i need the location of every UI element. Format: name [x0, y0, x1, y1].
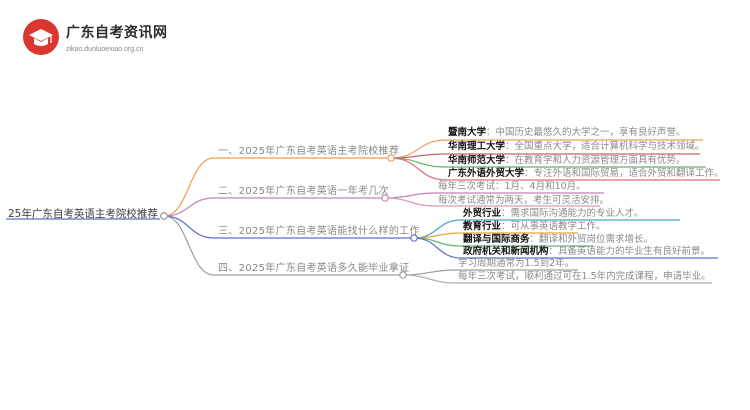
leaf-node: 政府机关和新闻机构：具备英语能力的毕业生有良好前景。 — [463, 246, 710, 258]
leaf-key: 教育行业 — [463, 221, 502, 232]
leaf-node: 每年三次考试，顺利通过可在1.5年内完成课程，申请毕业。 — [458, 271, 711, 283]
leaf-connector — [413, 232, 462, 239]
leaf-node: 翻译与国际商务：翻译和外贸岗位需求增长。 — [463, 234, 653, 246]
leaf-text: ：需求国际沟通能力的专业人才。 — [501, 208, 644, 219]
leaf-text: ：翻译和外贸岗位需求增长。 — [529, 234, 654, 245]
branch-node[interactable]: 四、2025年广东自考英语多久能毕业拿证 — [218, 263, 410, 274]
branch-handle — [399, 271, 407, 279]
leaf-text: 每年三次考试：1月、4月和10月。 — [438, 181, 586, 192]
branch-node[interactable]: 三、2025年广东自考英语能找什么样的工作 — [218, 226, 420, 237]
branch-connector — [163, 157, 215, 217]
leaf-node: 华南师范大学：在教育学和人力资源管理方面具有优势。 — [448, 155, 686, 167]
leaf-text: ：可从事英语教学工作。 — [501, 221, 606, 232]
leaf-key: 广东外语外贸大学 — [448, 168, 525, 179]
site-name: 广东自考资讯网 — [66, 25, 168, 41]
leaf-connector — [413, 237, 462, 259]
leaf-node: 外贸行业：需求国际沟通能力的专业人才。 — [463, 208, 644, 220]
leaf-text: 每次考试通常为两天，考生可灵活安排。 — [438, 195, 610, 206]
branch-connector — [163, 197, 215, 217]
leaf-node: 学习周期通常为1.5到2年。 — [458, 258, 574, 270]
leaf-key: 暨南大学 — [448, 127, 487, 138]
site-logo[interactable]: 广东自考资讯网 zikao.dunluoexiao.org.cn — [22, 18, 168, 56]
leaf-text: ：专注外语和国际贸易，适合外贸和翻译工作。 — [524, 168, 724, 179]
leaf-connector — [390, 153, 447, 159]
graduation-cap-icon — [23, 19, 59, 55]
leaf-connector — [384, 192, 437, 199]
leaf-text: 每年三次考试，顺利通过可在1.5年内完成课程，申请毕业。 — [458, 271, 711, 282]
branch-connector — [163, 215, 215, 276]
branch-handle — [387, 154, 395, 162]
branch-node[interactable]: 二、2025年广东自考英语一年考几次 — [218, 186, 389, 197]
leaf-text: ：具备英语能力的毕业生有良好前景。 — [548, 246, 711, 257]
root-node: 25年广东自考英语主考院校推荐 — [8, 208, 158, 220]
leaf-connector — [390, 157, 447, 181]
leaf-connector — [384, 197, 437, 207]
leaf-key: 政府机关和新闻机构 — [463, 246, 549, 257]
leaf-node: 教育行业：可从事英语教学工作。 — [463, 221, 606, 233]
leaf-node: 每年三次考试：1月、4月和10月。 — [438, 181, 586, 193]
leaf-connector — [402, 274, 457, 284]
leaf-node: 广东外语外贸大学：专注外语和国际贸易，适合外贸和翻译工作。 — [448, 168, 724, 180]
branch-handle — [381, 194, 389, 202]
leaf-key: 翻译与国际商务 — [463, 234, 530, 245]
leaf-text: ：在教育学和人力资源管理方面具有优势。 — [505, 155, 686, 166]
leaf-key: 华南师范大学 — [448, 155, 506, 166]
leaf-connector — [402, 269, 457, 276]
leaf-key: 华南理工大学 — [448, 141, 506, 152]
leaf-node: 暨南大学：中国历史最悠久的大学之一，享有良好声誉。 — [448, 127, 686, 139]
leaf-node: 华南理工大学：全国重点大学，适合计算机科学与技术领域。 — [448, 141, 705, 153]
leaf-text: ：中国历史最悠久的大学之一，享有良好声誉。 — [486, 127, 686, 138]
leaf-node: 每次考试通常为两天，考生可灵活安排。 — [438, 195, 609, 207]
root-handle — [160, 212, 168, 220]
leaf-text: 学习周期通常为1.5到2年。 — [458, 258, 575, 269]
leaf-connector — [390, 139, 447, 159]
branch-handle — [410, 234, 418, 242]
branch-node[interactable]: 一、2025年广东自考英语主考院校推荐 — [218, 146, 400, 157]
leaf-text: ：全国重点大学，适合计算机科学与技术领域。 — [505, 141, 705, 152]
site-url: zikao.dunluoexiao.org.cn — [66, 46, 144, 53]
leaf-key: 外贸行业 — [463, 208, 502, 219]
branch-connector — [163, 215, 215, 239]
